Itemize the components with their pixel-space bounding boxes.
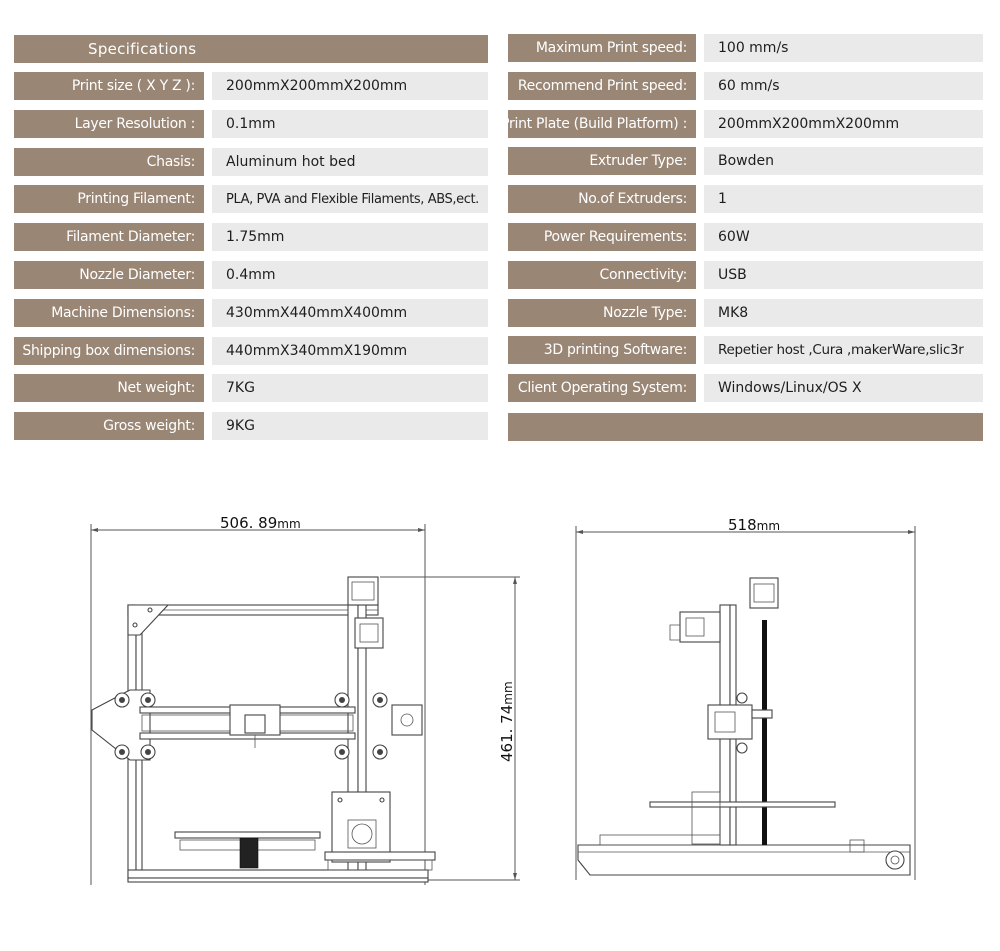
spec-row: Print Plate (Build Platform) : 200mmX200m… bbox=[501, 109, 983, 138]
spec-label: Gross weight: bbox=[14, 412, 204, 441]
spec-value: 440mmX340mmX190mm bbox=[212, 336, 488, 365]
spec-value: 1 bbox=[704, 185, 983, 214]
spec-row: Nozzle Diameter: 0.4mm bbox=[14, 261, 488, 289]
spec-value: 0.4mm bbox=[212, 261, 488, 289]
spec-row: Layer Resolution : 0.1mm bbox=[14, 109, 488, 138]
spec-row: Shipping box dimensions: 440mmX340mmX190m… bbox=[14, 336, 488, 365]
specifications-title: Specifications bbox=[88, 40, 197, 58]
spec-label: Extruder Type: bbox=[508, 147, 696, 176]
spec-label: Connectivity: bbox=[508, 260, 696, 289]
spec-label: Print size ( X Y Z ): bbox=[14, 72, 204, 100]
spec-label: Nozzle Type: bbox=[508, 298, 696, 327]
spec-row: Extruder Type: Bowden bbox=[508, 147, 983, 176]
spec-row: 3D printing Software: Repetier host ,Cura… bbox=[508, 336, 983, 365]
spec-row: Chasis: Aluminum hot bed bbox=[14, 147, 488, 176]
side-width-dimension: 518mm bbox=[728, 516, 780, 534]
spec-label: Nozzle Diameter: bbox=[14, 261, 204, 289]
spec-row: Net weight: 7KG bbox=[14, 374, 488, 403]
spec-row: Client Operating System: Windows/Linux/OS… bbox=[508, 374, 983, 403]
spec-row: Machine Dimensions: 430mmX440mmX400mm bbox=[14, 298, 488, 327]
spec-value: 1.75mm bbox=[212, 223, 488, 252]
spec-label: No.of Extruders: bbox=[508, 185, 696, 214]
spec-label: Printing Filament: bbox=[14, 185, 204, 214]
spec-row: Nozzle Type: MK8 bbox=[508, 298, 983, 327]
front-view-drawing: 506. 89mm 461. 74mm bbox=[90, 514, 520, 885]
spec-row: Printing Filament: PLA, PVA and Flexible … bbox=[14, 185, 488, 214]
spec-row: Filament Diameter: 1.75mm bbox=[14, 223, 488, 252]
spec-label: Shipping box dimensions: bbox=[14, 336, 204, 365]
spec-value: 9KG bbox=[212, 412, 488, 441]
spec-row: No.of Extruders: 1 bbox=[508, 185, 983, 214]
spec-label: Print Plate (Build Platform) : bbox=[501, 109, 696, 138]
spec-value: USB bbox=[704, 260, 983, 289]
spec-label: Machine Dimensions: bbox=[14, 298, 204, 327]
spec-label: Filament Diameter: bbox=[14, 223, 204, 252]
side-view-drawing: 518mm bbox=[575, 516, 916, 880]
spec-value: 200mmX200mmX200mm bbox=[212, 72, 488, 100]
spec-value: 7KG bbox=[212, 374, 488, 403]
spec-row: Maximum Print speed: 100 mm/s bbox=[508, 34, 983, 62]
spec-value: Repetier host ,Cura ,makerWare,slic3r bbox=[704, 336, 983, 365]
spec-value: Windows/Linux/OS X bbox=[704, 374, 983, 403]
spec-empty-row bbox=[508, 413, 983, 441]
spec-value: PLA, PVA and Flexible Filaments, ABS,ect… bbox=[212, 185, 488, 214]
spec-label: Maximum Print speed: bbox=[508, 34, 696, 62]
spec-label: 3D printing Software: bbox=[508, 336, 696, 365]
specifications-header: Specifications bbox=[14, 35, 488, 63]
spec-label: Client Operating System: bbox=[508, 374, 696, 403]
spec-row: Gross weight: 9KG bbox=[14, 412, 488, 441]
spec-label: Power Requirements: bbox=[508, 223, 696, 251]
spec-value: Aluminum hot bed bbox=[212, 147, 488, 176]
spec-value: 200mmX200mmX200mm bbox=[704, 109, 983, 138]
spec-value: 430mmX440mmX400mm bbox=[212, 298, 488, 327]
front-height-dimension: 461. 74mm bbox=[498, 681, 516, 762]
front-width-dimension: 506. 89mm bbox=[220, 514, 301, 532]
spec-value: MK8 bbox=[704, 298, 983, 327]
spec-row: Print size ( X Y Z ): 200mmX200mmX200mm bbox=[14, 72, 488, 100]
spec-value: 60W bbox=[704, 223, 983, 251]
spec-label: Layer Resolution : bbox=[14, 109, 204, 138]
spec-row: Connectivity: USB bbox=[508, 260, 983, 289]
spec-label: Recommend Print speed: bbox=[508, 71, 696, 100]
spec-label: Chasis: bbox=[14, 147, 204, 176]
spec-value: Bowden bbox=[704, 147, 983, 176]
spec-row: Power Requirements: 60W bbox=[508, 223, 983, 251]
spec-value: 60 mm/s bbox=[704, 71, 983, 100]
spec-value: 0.1mm bbox=[212, 109, 488, 138]
spec-row: Recommend Print speed: 60 mm/s bbox=[508, 71, 983, 100]
spec-label: Net weight: bbox=[14, 374, 204, 403]
spec-value: 100 mm/s bbox=[704, 34, 983, 62]
